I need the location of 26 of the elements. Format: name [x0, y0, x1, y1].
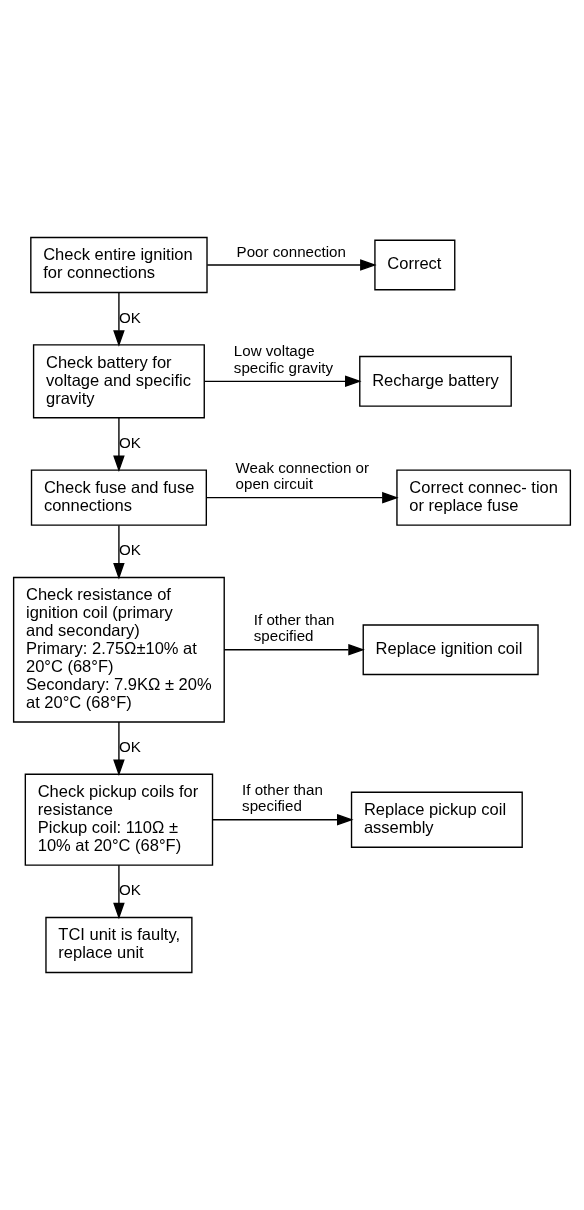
edge-label: Low voltage specific gravity [233, 342, 334, 376]
arrow [206, 491, 399, 504]
node-box: Check entire ignition for connections [30, 236, 208, 294]
arrow [113, 524, 125, 580]
node-box: Replace pickup coil assembly [350, 791, 523, 848]
node-box: Correct [374, 239, 456, 291]
edge-label: Weak connection or open circuit [235, 458, 369, 493]
node-box: Correct connec- tion or replace fuse [396, 469, 572, 526]
node-box: Check resistance of ignition coil (primary and secondary) Primary: 2.75Ω±10% at 20°C (68°F) Secondary: 7.9KΩ ± 20% at 20°C (68°F) [12, 576, 225, 723]
edge-label: Poor connection [236, 242, 346, 260]
arrow [211, 813, 354, 826]
node-box: Replace ignition coil [362, 624, 539, 676]
node-box: Recharge battery [359, 355, 512, 407]
node-box: Check battery for voltage and specific gravity [32, 344, 205, 419]
arrow [223, 643, 365, 656]
arrow [113, 417, 125, 473]
arrow [203, 375, 362, 388]
node-box: Check pickup coils for resistance Pickup coil: 110Ω ± 10% at 20°C (68°F) [24, 773, 214, 866]
arrow [113, 864, 125, 920]
edge-label: If other than specified [253, 610, 335, 645]
node-box: TCI unit is faulty, replace unit [45, 916, 193, 974]
arrow [206, 259, 377, 271]
arrow [113, 292, 125, 347]
node-box: Check fuse and fuse connections [30, 469, 207, 526]
edge-label: If other than specified [242, 780, 323, 815]
arrow [113, 721, 125, 777]
